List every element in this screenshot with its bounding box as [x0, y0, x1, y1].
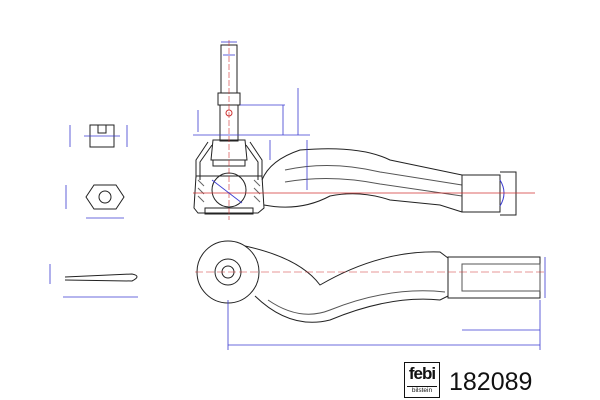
logo-text-bottom: bilstein	[407, 386, 437, 395]
logo-text-top: febi	[408, 364, 436, 383]
dimension-lines-side	[193, 41, 310, 204]
cotter-pin	[49, 264, 138, 298]
tie-rod-top-view	[196, 240, 541, 323]
castle-nut-end-view	[65, 184, 125, 219]
dimension-lines-top	[227, 257, 546, 350]
part-number: 182089	[449, 368, 533, 396]
castle-nut-side-view	[69, 124, 128, 148]
arm-side-view	[261, 148, 517, 216]
febi-bilstein-logo: febi bilstein	[404, 362, 440, 398]
